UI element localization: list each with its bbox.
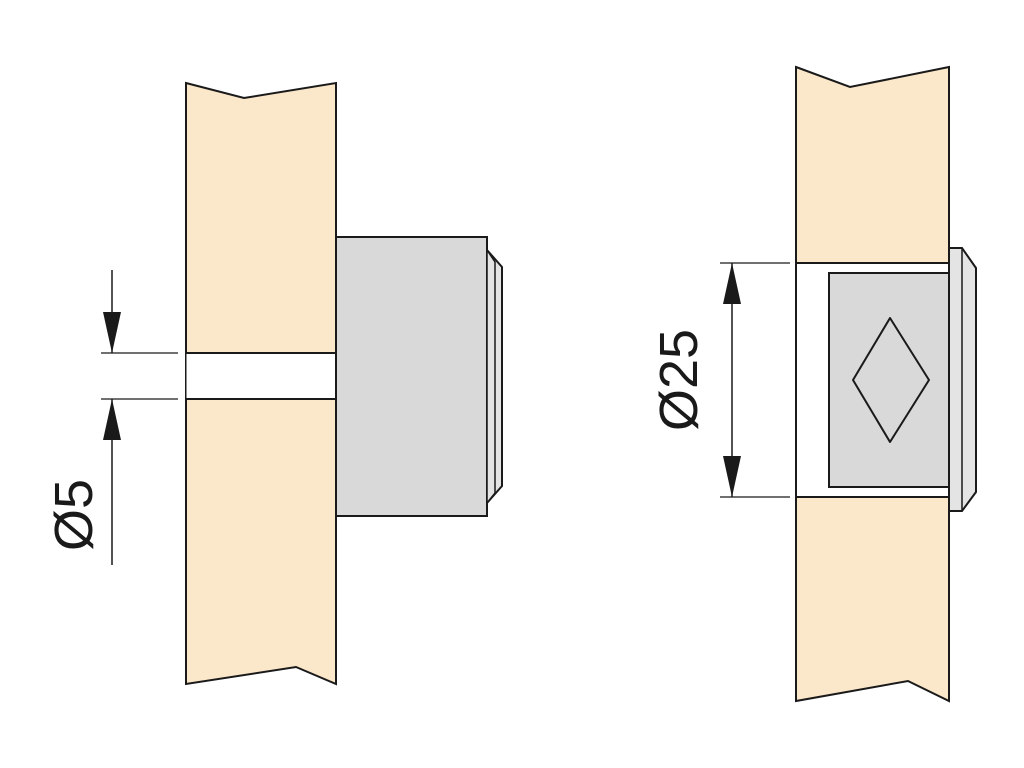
left-drill-hole [185, 352, 337, 400]
lock-housing [335, 236, 488, 517]
right-front-view: Ø25 [649, 65, 977, 703]
dimension-label-d25: Ø25 [649, 329, 709, 431]
lock-flange-step [486, 247, 496, 506]
arrow-down-icon [103, 312, 121, 353]
arrow-up-icon [103, 399, 121, 440]
dimension-d5: Ø5 [44, 270, 178, 565]
dimension-d25: Ø25 [649, 262, 790, 498]
dimension-label-d5: Ø5 [44, 479, 104, 551]
arrow-down-icon [723, 456, 741, 497]
arrow-up-icon [723, 263, 741, 304]
left-side-view: Ø5 [44, 81, 503, 686]
diamond-icon [852, 317, 930, 443]
